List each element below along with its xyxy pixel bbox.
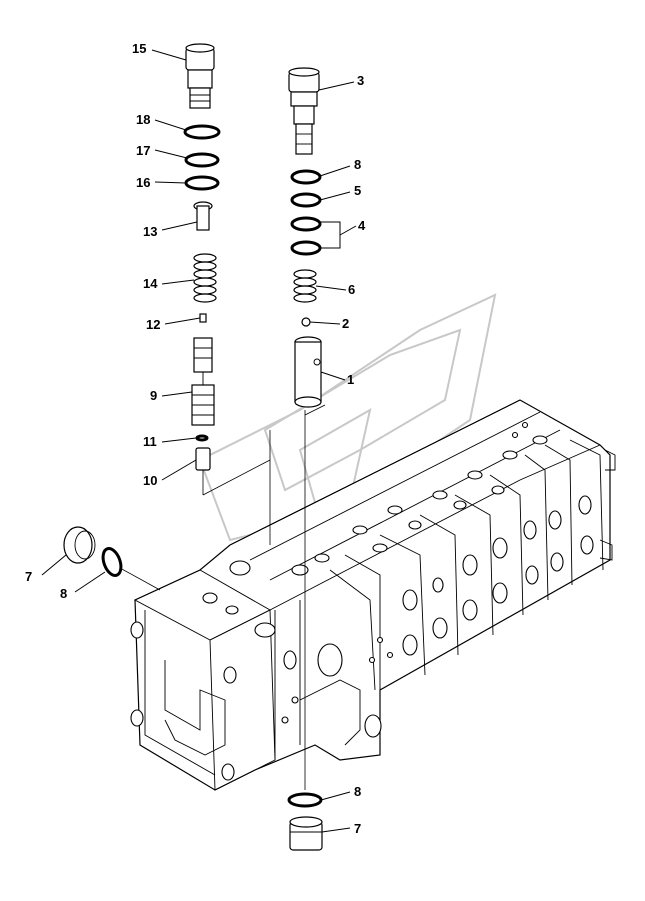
callout-14: 14 [143,276,158,291]
callout-4: 4 [358,218,366,233]
callout-1: 1 [347,372,354,387]
callout-18: 18 [136,112,150,127]
callout-12: 12 [146,317,160,332]
relief-valve-stack [183,43,221,471]
bottom-plug-assembly [287,792,323,851]
assembly-axis-lines [202,404,326,790]
callout-15: 15 [132,41,146,56]
callout-8-left: 8 [60,586,67,601]
callout-2: 2 [342,316,349,331]
callout-labels: 15 18 17 16 13 14 12 9 11 10 3 8 5 4 6 2… [25,41,366,836]
callout-9: 9 [150,388,157,403]
callout-11: 11 [143,434,157,449]
leader-lines [41,49,357,833]
control-valve-body [130,399,616,791]
callout-16: 16 [136,175,150,190]
callout-8-bottom: 8 [354,784,361,799]
side-plug-assembly [63,526,161,591]
callout-13: 13 [143,224,157,239]
callout-3: 3 [357,73,364,88]
callout-5: 5 [354,183,361,198]
callout-10: 10 [143,473,157,488]
callout-6: 6 [348,282,355,297]
callout-7-bottom: 7 [354,821,361,836]
callout-8-upper: 8 [354,157,361,172]
main-spool-stack [288,67,322,408]
callout-7-left: 7 [25,569,32,584]
callout-17: 17 [136,143,150,158]
